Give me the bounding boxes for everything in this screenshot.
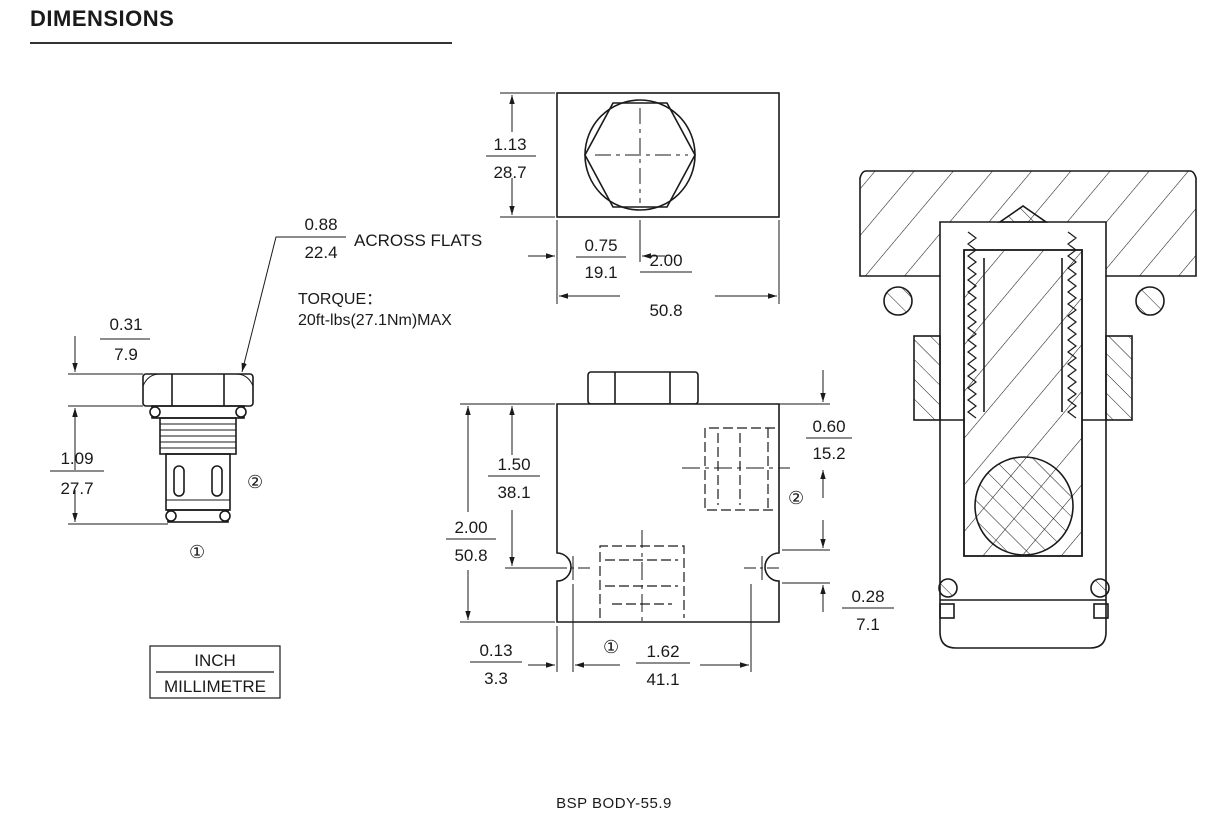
top-view-dimensions — [486, 92, 780, 304]
across-flats-in: 0.88 — [304, 215, 337, 234]
unit-legend — [149, 645, 281, 699]
mount-offset-mm: 7.1 — [856, 615, 880, 634]
drawing-labels: 0.31 7.9 1.09 27.7 0.88 22.4 ACROSS FLAT… — [60, 135, 884, 812]
total-height-mm: 50.8 — [454, 546, 487, 565]
hex-height-in: 0.31 — [109, 315, 142, 334]
hex-height-mm: 7.9 — [114, 345, 138, 364]
cartridge-port-2: ② — [247, 472, 263, 493]
body-footnote: BSP BODY-55.9 — [556, 795, 672, 812]
top-width-mm: 50.8 — [649, 301, 682, 320]
top-view — [556, 92, 780, 218]
legend-inch: INCH — [194, 651, 236, 670]
cavity-height-mm: 38.1 — [497, 483, 530, 502]
hole-spacing-mm: 41.1 — [646, 670, 679, 689]
across-flats-mm: 22.4 — [304, 243, 337, 262]
page-title: DIMENSIONS — [30, 6, 175, 31]
port2-offset-mm: 15.2 — [812, 444, 845, 463]
across-flats-label: ACROSS FLATS — [354, 231, 482, 250]
total-height-in: 2.00 — [454, 518, 487, 537]
top-width-in: 2.00 — [649, 251, 682, 270]
top-height-in: 1.13 — [493, 135, 526, 154]
cartridge-dimensions — [50, 236, 346, 525]
top-offset-mm: 19.1 — [584, 263, 617, 282]
body-length-in: 1.09 — [60, 449, 93, 468]
front-port-2: ② — [788, 488, 804, 509]
hole-spacing-in: 1.62 — [646, 642, 679, 661]
cartridge-port-1: ① — [189, 542, 205, 563]
section-view — [859, 170, 1197, 649]
mount-offset-in: 0.28 — [851, 587, 884, 606]
top-height-mm: 28.7 — [493, 163, 526, 182]
front-view — [555, 371, 790, 625]
cartridge-view — [142, 373, 254, 523]
torque-value: 20ft-lbs(27.1Nm)MAX — [298, 312, 452, 329]
edge-offset-in: 0.13 — [479, 641, 512, 660]
cavity-height-in: 1.50 — [497, 455, 530, 474]
torque-label: TORQUE： — [298, 291, 382, 308]
title-underline — [30, 42, 452, 44]
edge-offset-mm: 3.3 — [484, 669, 508, 688]
top-offset-in: 0.75 — [584, 236, 617, 255]
port2-offset-in: 0.60 — [812, 417, 845, 436]
front-view-dimensions — [446, 370, 894, 672]
body-length-mm: 27.7 — [60, 479, 93, 498]
front-port-1: ① — [603, 637, 619, 658]
legend-millimetre: MILLIMETRE — [164, 677, 266, 696]
